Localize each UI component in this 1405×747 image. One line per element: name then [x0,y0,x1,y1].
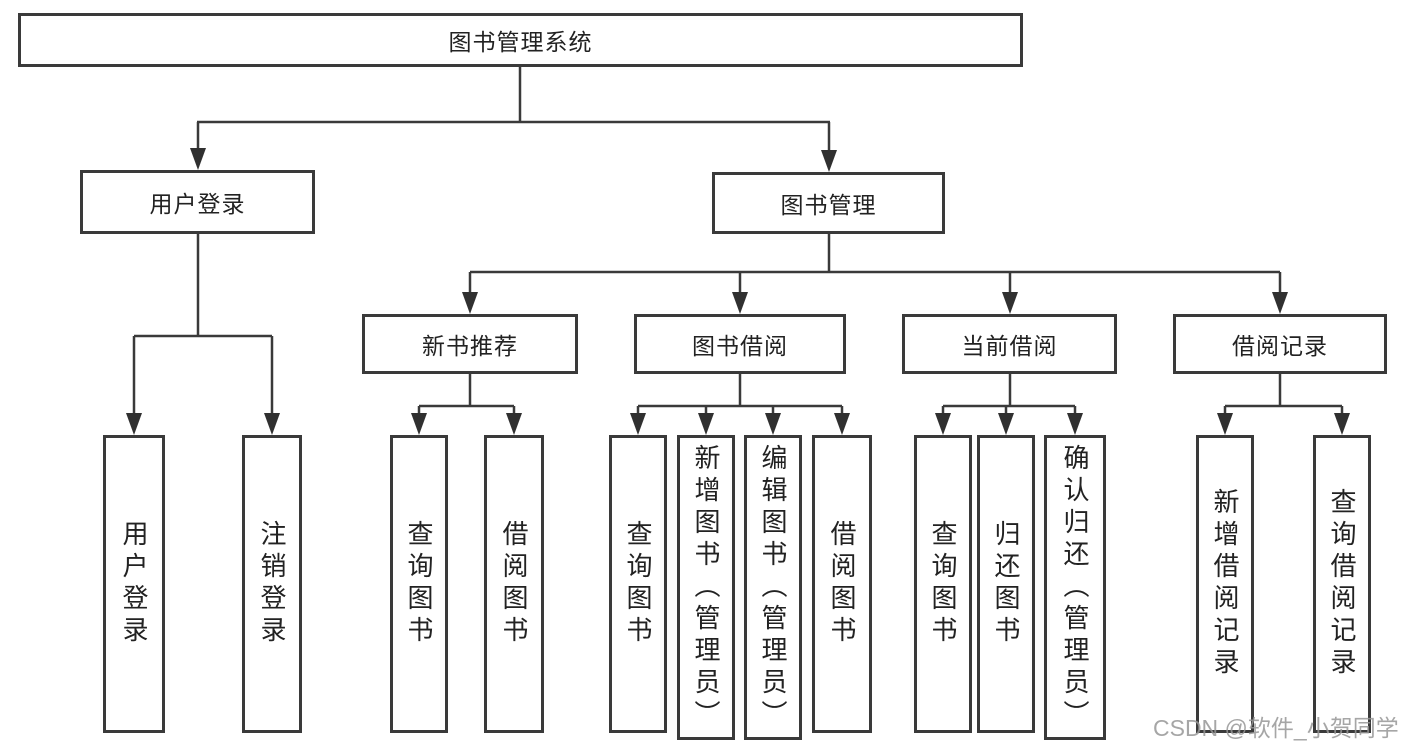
node-label: 用户登录 [149,191,246,217]
node-label: 归还图书 [991,520,1021,648]
leaf-user-login: 用户登录 [103,435,165,733]
node-label: 图书借阅 [692,333,788,359]
node-borrow-records: 借阅记录 [1173,314,1387,374]
node-label: 查询图书 [404,520,434,648]
node-label: 注销登录 [257,520,287,648]
node-library-system: 图书管理系统 [18,13,1023,67]
node-label: 查询图书 [928,520,958,648]
csdn-watermark: CSDN @软件_小贺同学 [1153,715,1399,741]
leaf-add-book-admin: 新增图书（管理员） [677,435,735,740]
node-label: 新增借阅记录 [1210,488,1240,680]
node-book-borrowing: 图书借阅 [634,314,846,374]
node-new-book-recommend: 新书推荐 [362,314,578,374]
leaf-edit-book-admin: 编辑图书（管理员） [744,435,802,740]
leaf-borrow-book-recommend: 借阅图书 [484,435,544,733]
node-label: 查询图书 [623,520,653,648]
leaf-return-book: 归还图书 [977,435,1035,733]
node-label: 编辑图书（管理员） [758,443,788,732]
node-user-login-branch: 用户登录 [80,170,315,234]
node-label: 借阅图书 [499,520,529,648]
leaf-query-book-borrowing: 查询图书 [609,435,667,733]
leaf-add-borrow-record: 新增借阅记录 [1196,435,1254,733]
node-label: 图书管理 [780,192,877,218]
node-label: 查询借阅记录 [1327,488,1357,680]
node-label: 用户登录 [119,520,149,648]
node-label: 当前借阅 [961,333,1058,359]
node-label: 图书管理系统 [448,29,593,55]
node-label: 新增图书（管理员） [691,443,721,732]
node-current-borrowing: 当前借阅 [902,314,1117,374]
leaf-confirm-return-admin: 确认归还（管理员） [1044,435,1106,740]
leaf-query-borrow-record: 查询借阅记录 [1313,435,1371,733]
leaf-query-book-recommend: 查询图书 [390,435,448,733]
node-book-management: 图书管理 [712,172,945,234]
node-label: 新书推荐 [422,333,518,359]
leaf-borrow-book: 借阅图书 [812,435,872,733]
node-label: 确认归还（管理员） [1060,443,1090,732]
node-label: 借阅图书 [827,520,857,648]
leaf-query-book-current: 查询图书 [914,435,972,733]
node-label: 借阅记录 [1232,333,1328,359]
leaf-logout: 注销登录 [242,435,302,733]
